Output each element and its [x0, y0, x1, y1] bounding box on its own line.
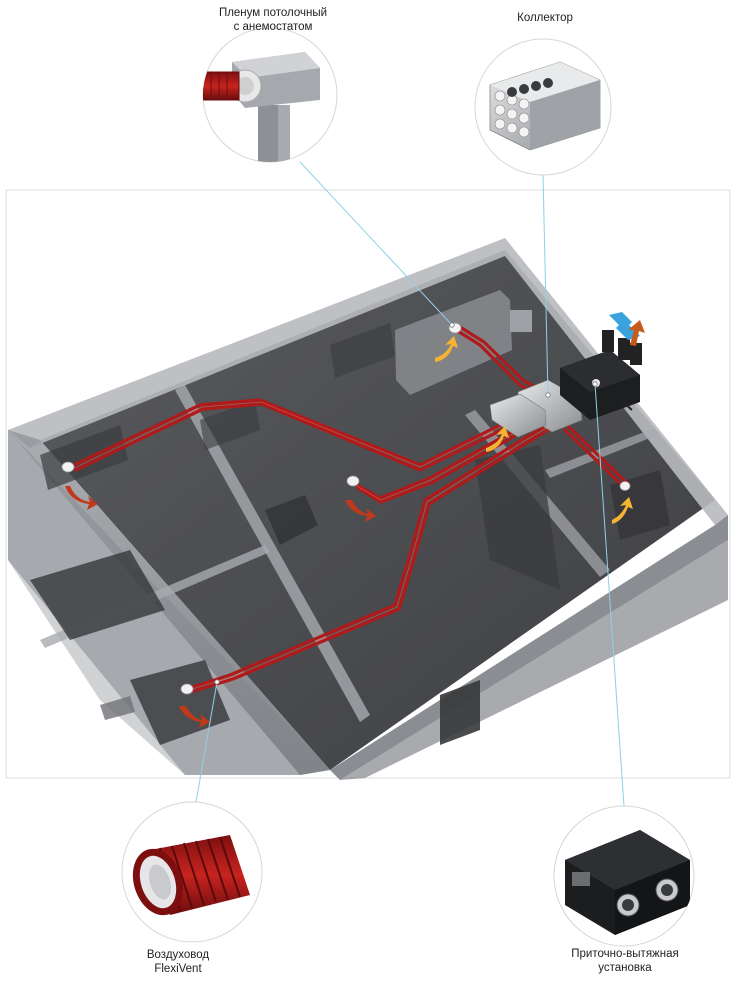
plenum-label-line1: Пленум потолочный: [218, 7, 328, 19]
callout-duct: [121, 801, 263, 943]
callout-unit: [553, 805, 695, 947]
ceiling-plenum-diffuser-icon: [203, 52, 320, 162]
flexible-duct-icon: [132, 835, 250, 916]
collector-label: Коллектор: [490, 11, 600, 25]
leader-lines: [195, 161, 625, 807]
duct-label-line1: Воздуховод: [146, 949, 210, 961]
diffusers: [61, 322, 631, 695]
callout-collector: [474, 38, 612, 176]
scene-frame: [5, 189, 731, 779]
ventilation-unit-in-scene: [560, 330, 642, 420]
collector-label-line1: Коллектор: [517, 12, 573, 24]
airflow-arrows: [65, 312, 645, 728]
unit-label: Приточно-вытяжная установка: [550, 947, 700, 975]
callout-plenum: [202, 27, 338, 163]
unit-label-line2: установка: [598, 962, 652, 974]
unit-label-line1: Приточно-вытяжная: [571, 948, 679, 960]
plenum-label-line2: с анемостатом: [233, 21, 313, 33]
collector-box-icon: [489, 61, 601, 151]
ventilation-unit-icon: [565, 830, 690, 935]
duct-label: Воздуховод FlexiVent: [118, 948, 238, 976]
plenum-label: Пленум потолочный с анемостатом: [198, 6, 348, 34]
duct-label-line2: FlexiVent: [154, 963, 202, 975]
